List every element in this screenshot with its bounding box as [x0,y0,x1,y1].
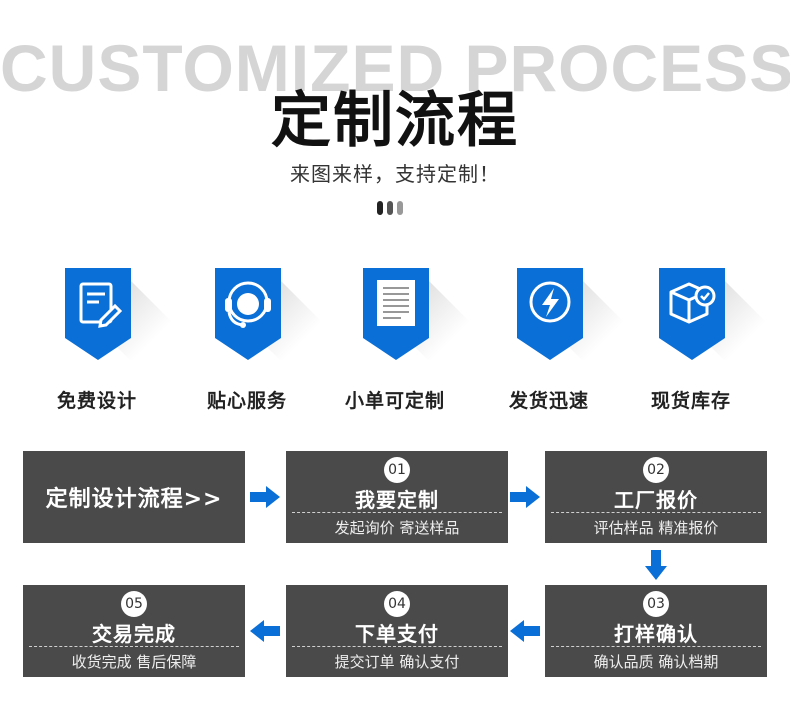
dot [377,201,383,215]
document-icon [363,268,429,360]
package-check-icon [659,268,725,360]
decorative-dots [377,201,403,215]
dot [397,201,403,215]
process-start-label: 定制设计流程>> [45,487,223,512]
arrow-down-icon [645,550,667,580]
feature-label: 发货迅速 [508,390,589,412]
divider [29,646,239,647]
step-01-box: 01 我要定制 发起询价 寄送样品 [286,451,508,543]
divider [551,512,761,513]
divider [292,646,502,647]
lightning-icon [517,268,583,360]
page-title: 定制流程 [271,86,519,156]
page-subtitle: 来图来样，支持定制！ [290,162,500,186]
feature-label: 小单可定制 [344,390,445,412]
step-title: 交易完成 [92,622,176,646]
feature-fast-shipping: 发货迅速 [474,268,634,412]
divider [551,646,761,647]
step-description: 发起询价 寄送样品 [334,519,460,537]
step-number: 05 [121,591,147,617]
step-number: 02 [643,457,669,483]
feature-label: 现货库存 [650,390,731,412]
step-04-box: 04 下单支付 提交订单 确认支付 [286,585,508,677]
step-03-box: 03 打样确认 确认品质 确认档期 [545,585,767,677]
step-description: 评估样品 精准报价 [593,519,719,537]
step-description: 提交订单 确认支付 [334,653,460,671]
dot [387,201,393,215]
step-02-box: 02 工厂报价 评估样品 精准报价 [545,451,767,543]
step-description: 收货完成 售后保障 [71,653,197,671]
background-title: CUSTOMIZED PROCESS [0,31,790,105]
divider [292,512,502,513]
headset-icon [215,268,281,360]
step-number: 03 [643,591,669,617]
arrow-right-icon [510,486,540,508]
step-number: 01 [384,457,410,483]
step-description: 确认品质 确认档期 [593,653,719,671]
arrow-left-icon [250,620,280,642]
step-title: 下单支付 [355,622,439,646]
arrow-right-icon [250,486,280,508]
arrow-left-icon [510,620,540,642]
feature-service: 贴心服务 [172,268,332,412]
step-title: 打样确认 [614,622,698,646]
feature-free-design: 免费设计 [22,268,182,412]
feature-small-order: 小单可定制 [320,268,480,412]
feature-label: 免费设计 [56,390,137,412]
process-start-box: 定制设计流程>> [23,451,245,543]
document-edit-icon [65,268,131,360]
step-05-box: 05 交易完成 收货完成 售后保障 [23,585,245,677]
feature-label: 贴心服务 [206,390,287,412]
step-title: 工厂报价 [614,488,698,512]
step-number: 04 [384,591,410,617]
step-title: 我要定制 [355,488,439,512]
feature-in-stock: 现货库存 [616,268,776,412]
